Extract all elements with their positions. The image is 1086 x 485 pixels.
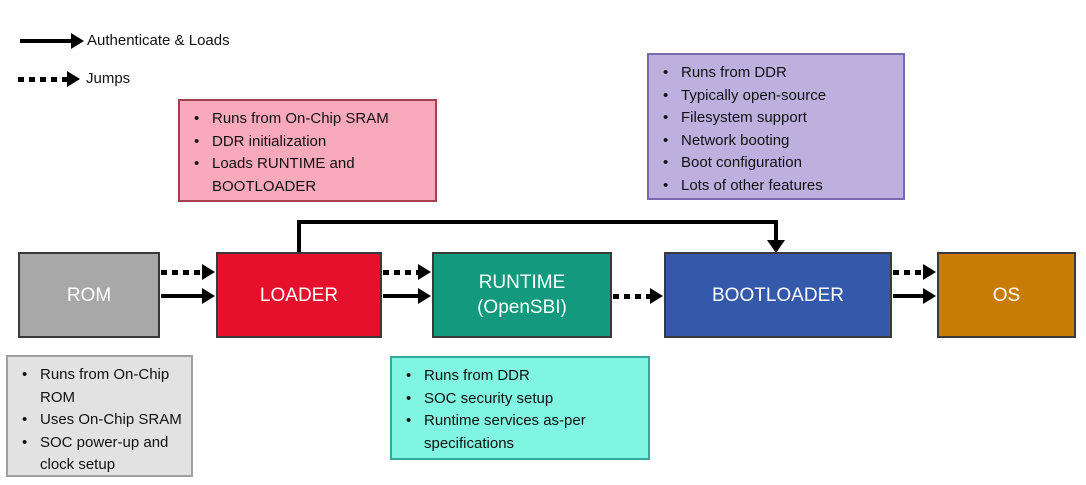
loader-to-bootloader-arrow-horizontal [297,220,778,224]
solid-arrow-shaft [383,294,418,298]
runtime-to-bootloader-jumps-arrow [613,288,663,304]
rom-to-loader-authenticate-arrow [161,288,215,304]
bullet-item: SOC security setup [398,388,642,411]
arrowhead-icon [202,288,215,304]
bullet-item: Typically open-source [655,85,897,108]
arrowhead-icon [418,288,431,304]
dotted-arrow-shaft [383,269,418,275]
bootloader-note-list: Runs from DDRTypically open-sourceFilesy… [649,55,903,201]
bullet-item: Uses On-Chip SRAM [14,409,185,432]
dotted-arrow-shaft [613,293,650,299]
runtime-note-box: Runs from DDRSOC security setupRuntime s… [390,356,650,460]
authenticate-loads-arrow-icon [20,33,84,49]
bullet-item: Network booting [655,130,897,153]
arrowhead-icon [418,264,431,280]
arrowhead-icon [71,33,84,49]
rom-to-loader-jumps-arrow [161,264,215,280]
node-runtime-label-line2: (OpenSBI) [477,297,567,318]
loader-to-runtime-jumps-arrow [383,264,431,280]
loader-to-bootloader-arrow-right-drop [774,220,778,242]
node-os: OS [937,252,1076,338]
node-loader-label: LOADER [259,284,339,306]
bullet-item: Loads RUNTIME and BOOTLOADER [186,153,429,198]
solid-arrow-shaft [161,294,202,298]
node-runtime-label-line1: RUNTIME [478,272,566,293]
dotted-arrow-shaft [18,76,67,82]
bullet-item: Filesystem support [655,107,897,130]
dotted-arrow-shaft [893,269,923,275]
loader-note-list: Runs from On-Chip SRAMDDR initialization… [180,101,435,202]
bullet-item: SOC power-up and clock setup [14,432,185,477]
loader-to-bootloader-arrow-left-riser [297,220,301,252]
node-runtime: RUNTIME (OpenSBI) [432,252,612,338]
node-os-label: OS [992,284,1021,306]
node-runtime-label: RUNTIME (OpenSBI) [477,270,567,320]
bullet-item: Boot configuration [655,152,897,175]
bullet-item: Runs from DDR [398,365,642,388]
bootloader-note-box: Runs from DDRTypically open-sourceFilesy… [647,53,905,200]
solid-arrow-shaft [20,39,71,43]
loader-note-box: Runs from On-Chip SRAMDDR initialization… [178,99,437,202]
bullet-item: DDR initialization [186,131,429,154]
node-rom: ROM [18,252,160,338]
node-loader: LOADER [216,252,382,338]
arrowhead-icon [67,71,80,87]
runtime-note-list: Runs from DDRSOC security setupRuntime s… [392,358,648,459]
node-bootloader-label: BOOTLOADER [712,284,844,306]
bullet-item: Runs from On-Chip SRAM [186,108,429,131]
bootloader-to-os-jumps-arrow [893,264,936,280]
arrowhead-icon [650,288,663,304]
dotted-arrow-shaft [161,269,202,275]
legend-jumps-label: Jumps [86,70,131,87]
rom-note-box: Runs from On-Chip ROMUses On-Chip SRAMSO… [6,355,193,477]
loader-to-runtime-authenticate-arrow [383,288,431,304]
bootloader-to-os-authenticate-arrow [893,288,936,304]
legend-authenticate-label: Authenticate & Loads [87,32,230,49]
node-rom-label: ROM [66,284,112,306]
rom-note-list: Runs from On-Chip ROMUses On-Chip SRAMSO… [8,357,191,481]
jumps-arrow-icon [18,71,80,87]
arrowhead-down-icon [767,240,785,253]
solid-arrow-shaft [893,294,923,298]
arrowhead-icon [202,264,215,280]
bullet-item: Runs from On-Chip ROM [14,364,185,409]
node-bootloader: BOOTLOADER [664,252,892,338]
arrowhead-icon [923,264,936,280]
bullet-item: Lots of other features [655,175,897,198]
bullet-item: Runtime services as-per specifications [398,410,642,455]
bullet-item: Runs from DDR [655,62,897,85]
arrowhead-icon [923,288,936,304]
